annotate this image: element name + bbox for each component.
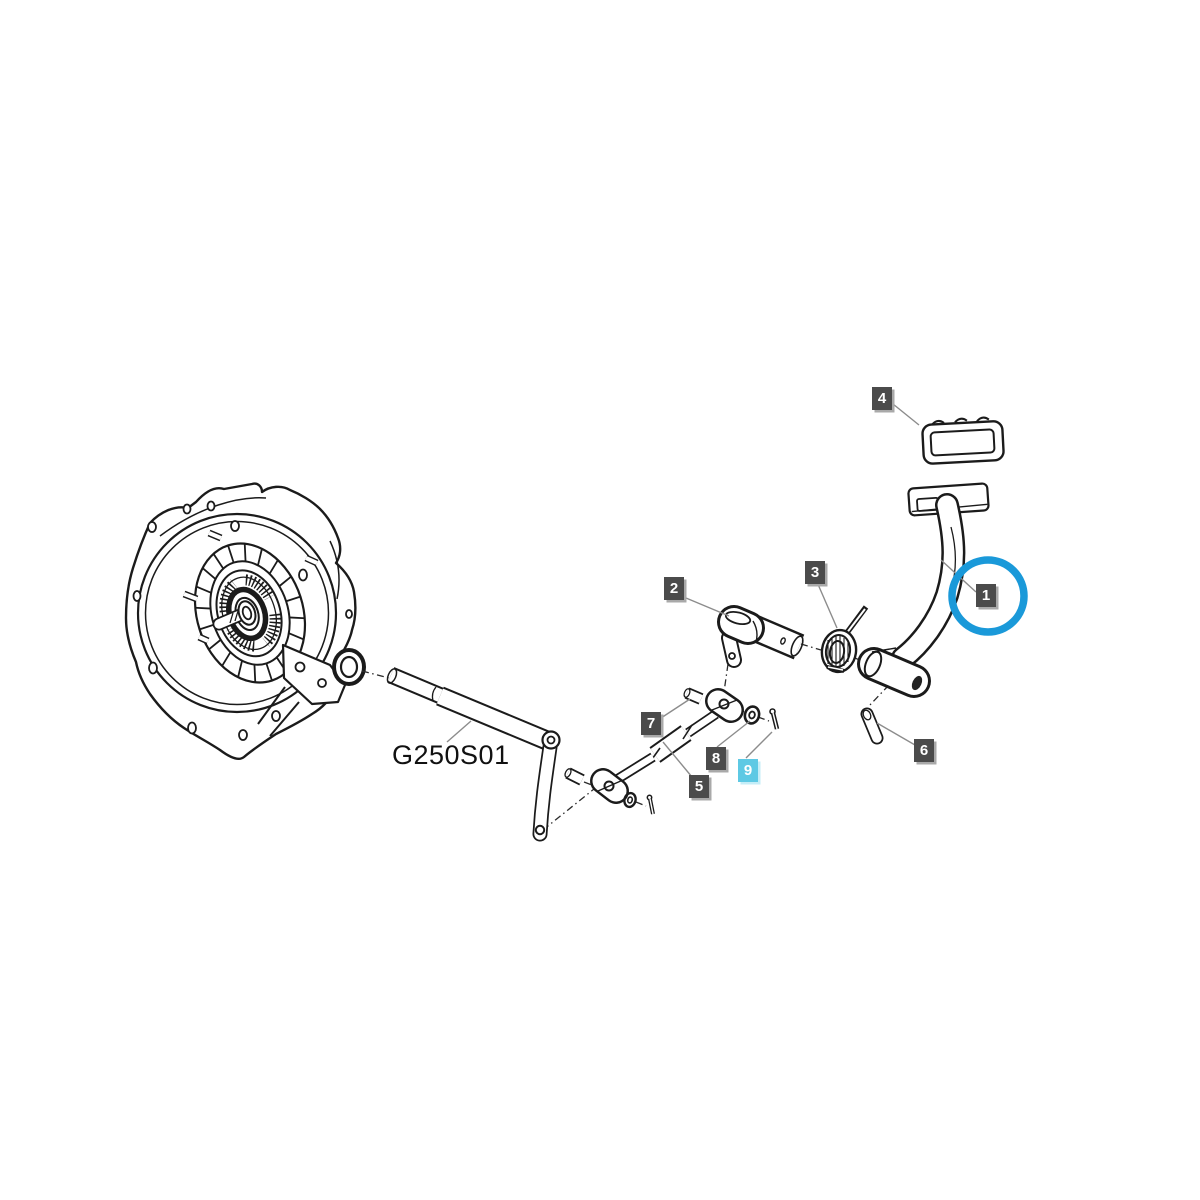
figure-code-label: G250S01 <box>392 740 510 770</box>
highlight-circle <box>948 556 1028 636</box>
part-label-6: 6 <box>914 739 934 762</box>
part-label-7: 7 <box>641 712 661 735</box>
part-label-9: 9 <box>738 759 758 782</box>
pedal-drawing <box>857 482 990 698</box>
fasteners-drawing <box>564 687 884 815</box>
part-label-1: 1 <box>976 584 996 607</box>
part-label-8: 8 <box>706 747 726 770</box>
clutch-housing-drawing <box>124 482 366 761</box>
part-label-4: 4 <box>872 387 892 410</box>
part-label-3: 3 <box>805 561 825 584</box>
part-label-2: 2 <box>664 577 684 600</box>
link-rod-drawing <box>590 688 744 804</box>
part-label-5: 5 <box>689 775 709 798</box>
pivot-shaft-drawing <box>717 605 805 668</box>
cross-shaft-drawing <box>386 667 561 842</box>
torsion-spring-drawing <box>820 605 869 674</box>
pedal-pad-drawing <box>921 416 1005 465</box>
